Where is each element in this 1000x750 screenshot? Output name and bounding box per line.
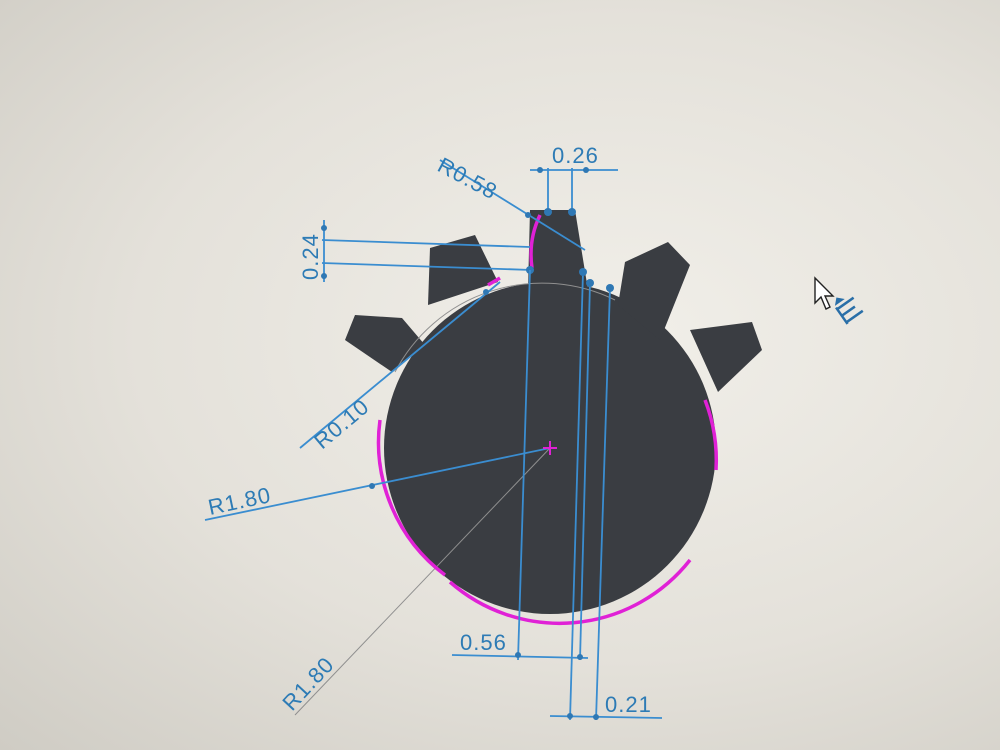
- gear-tooth-3[interactable]: [618, 242, 690, 340]
- dimension-r010[interactable]: R0.10: [309, 394, 374, 454]
- arrow-cursor-icon: [814, 276, 835, 310]
- selected-edge-tooth[interactable]: [529, 214, 542, 269]
- radius-leader-bottom: [294, 447, 551, 716]
- dimension-h024[interactable]: 0.24: [298, 233, 323, 280]
- selected-edges[interactable]: [376, 214, 719, 625]
- dimension-w026[interactable]: 0.26: [552, 143, 599, 168]
- selected-edge-fillet[interactable]: [487, 276, 501, 287]
- gear-part[interactable]: [345, 210, 762, 614]
- gear-tooth-1[interactable]: [428, 235, 498, 305]
- gear-tooth-2[interactable]: [528, 210, 588, 290]
- selected-edge-right[interactable]: [703, 399, 719, 471]
- construction-geometry: [294, 282, 616, 716]
- dimension-r180-left[interactable]: R1.80: [206, 482, 274, 520]
- mouse-cursor: [814, 276, 864, 325]
- dimension-r180-bottom[interactable]: R1.80: [277, 652, 339, 716]
- dimension-d056[interactable]: 0.56: [460, 630, 507, 655]
- selected-edge-bottom[interactable]: [448, 558, 692, 625]
- dimension-lines[interactable]: [204, 159, 663, 721]
- dimension-r058[interactable]: R0.58: [434, 152, 502, 204]
- construction-arc: [394, 282, 616, 373]
- gear-tooth-4[interactable]: [690, 322, 762, 392]
- gear-tooth-5[interactable]: [345, 315, 425, 372]
- selected-edge-left[interactable]: [376, 419, 447, 577]
- dimension-tool-icon: [834, 296, 864, 325]
- dimension-d021[interactable]: 0.21: [605, 692, 652, 717]
